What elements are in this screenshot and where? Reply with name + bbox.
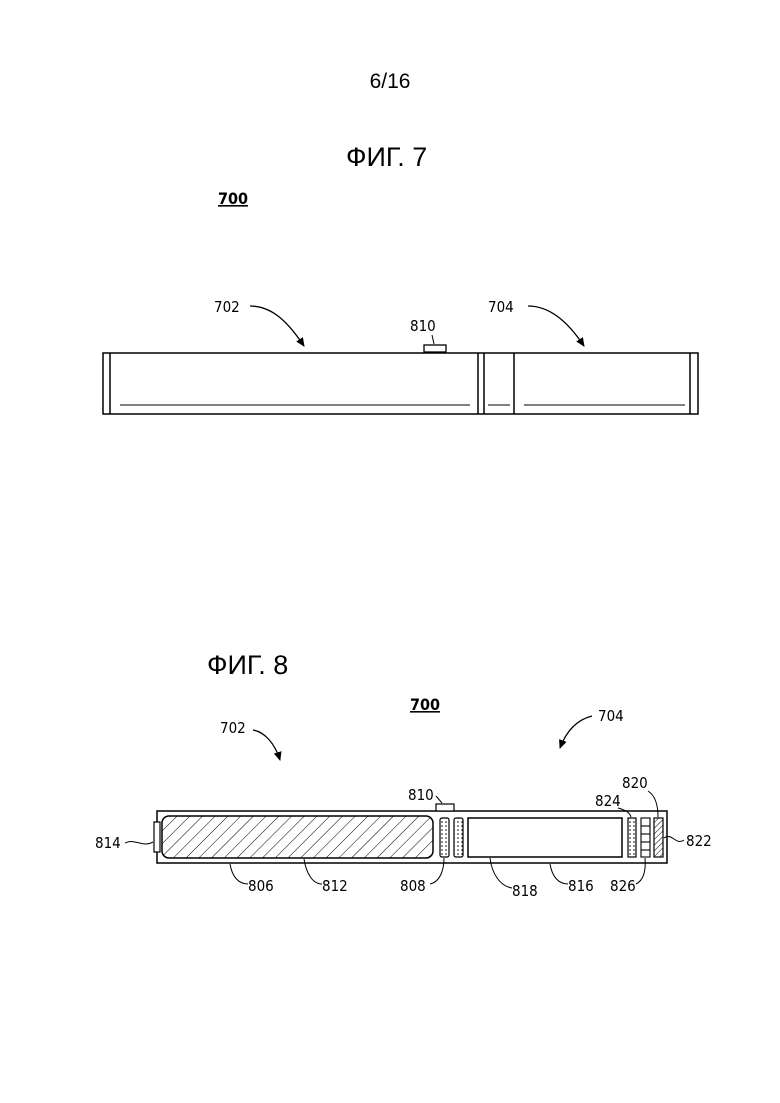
fig7-leader-first-part [250,306,304,346]
fig8-leader-end-cap [125,842,153,844]
fig8-cartridge [468,818,622,857]
fig8-label-second-part: 704 [598,707,624,725]
fig8-label-reservoir: 812 [322,877,348,895]
fig8-label-end-cap: 814 [95,834,121,852]
fig8-leader-element-820 [648,791,658,817]
fig8-label-cartridge: 818 [512,882,538,900]
fig8-label-element-808: 808 [400,877,426,895]
figure-8: 700 702 704 810 814 [95,695,712,900]
fig7-button [424,345,446,352]
fig8-label-element-820: 820 [622,774,648,792]
fig8-end-cap [154,822,160,852]
fig8-label-first-part: 702 [220,719,246,737]
fig8-leader-housing-second [550,864,568,884]
fig8-label-housing-second: 816 [568,877,594,895]
fig7-label-button: 810 [410,317,436,335]
fig8-element-826 [641,818,650,857]
fig8-leader-element-808 [430,858,444,884]
fig8-reservoir [162,816,433,858]
fig8-element-808-b [454,818,463,857]
fig8-leader-element-826 [636,858,645,884]
fig8-label-device: 700 [410,695,440,714]
fig7-leader-second-part [528,306,584,346]
fig8-label-button: 810 [408,786,434,804]
fig7-label-second-part: 704 [488,298,514,316]
fig8-element-808 [440,818,449,857]
figure-7: 700 702 704 810 [103,189,698,414]
fig7-label-device: 700 [218,189,248,208]
fig7-label-first-part: 702 [214,298,240,316]
fig7-leader-button [432,335,434,344]
fig8-button [436,804,454,811]
fig8-label-element-824: 824 [595,792,621,810]
fig8-leader-second-part [560,716,592,748]
fig8-label-element-822: 822 [686,832,712,850]
fig8-leader-button [436,796,442,803]
fig8-element-824 [628,818,636,857]
fig8-element-820 [654,818,663,857]
fig8-label-element-826: 826 [610,877,636,895]
fig8-leader-first-part [253,730,280,760]
fig7-device-body [103,353,698,414]
fig8-label-housing-first: 806 [248,877,274,895]
fig8-leader-housing-first [230,864,248,884]
